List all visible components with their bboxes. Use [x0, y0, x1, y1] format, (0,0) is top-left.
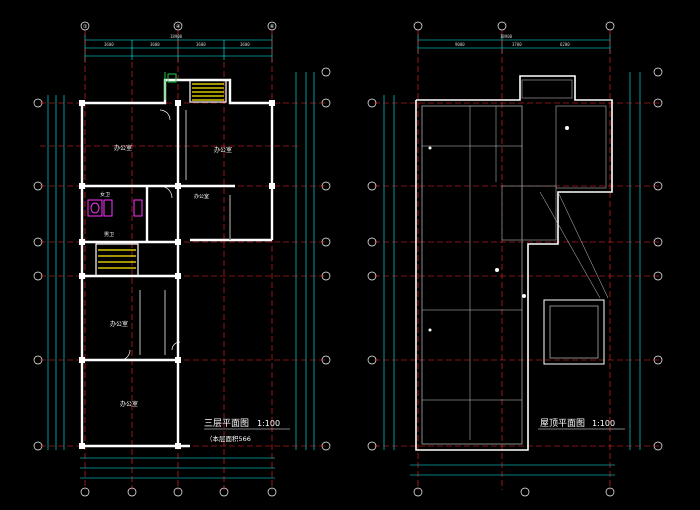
right-top-axis-bubbles [413, 21, 615, 31]
left-top-axis-labels: ① ④ ⑥ [83, 24, 275, 30]
left-plan-area-note: （本层面积566 [206, 434, 251, 443]
left-plan-scale: 1:100 [257, 419, 280, 428]
left-side-axis-bubbles [33, 98, 43, 451]
right-plan-title: 屋顶平面图 [540, 418, 585, 429]
room-office-small: 办公室 [194, 193, 209, 200]
left-right-dimensions [295, 72, 315, 450]
room-toilet-male: 男卫 [104, 232, 114, 238]
svg-text:3600: 3600 [150, 42, 160, 47]
svg-text:3600: 3600 [104, 42, 114, 47]
left-bottom-dimensions [80, 457, 275, 479]
right-bottom-dimensions [410, 464, 615, 476]
svg-text:⑥: ⑥ [270, 24, 275, 30]
right-roof-hatch [543, 299, 605, 365]
left-side-dimensions [47, 95, 65, 450]
left-right-axis-bubbles [321, 67, 331, 451]
left-floor-plan: 18900 3600 3600 3600 3600 ① ④ ⑥ [33, 21, 331, 497]
right-axis-grid [374, 30, 660, 490]
right-right-dimensions [629, 72, 641, 450]
left-room-labels: 办公室 办公室 女卫 男卫 办公室 办公室 办公室 [100, 144, 232, 408]
left-stair-top [189, 79, 227, 103]
svg-text:①: ① [83, 24, 88, 30]
left-green-marks [164, 72, 177, 100]
left-walls-grey [139, 110, 231, 355]
right-roof-outline [415, 75, 613, 451]
right-roof-plan: 18900 9000 3700 6200 [367, 21, 663, 497]
svg-text:④: ④ [176, 24, 181, 30]
svg-text:3700: 3700 [512, 42, 522, 47]
right-roof-parapet [501, 79, 607, 241]
right-title-block: 屋顶平面图 1:100 [538, 418, 625, 430]
left-bottom-axis-bubbles [80, 487, 277, 497]
svg-text:3600: 3600 [196, 42, 206, 47]
room-office-top-right: 办公室 [214, 146, 232, 154]
left-top-dim-text: 18900 3600 3600 3600 3600 [104, 34, 250, 47]
left-walls [80, 78, 274, 448]
svg-text:9000: 9000 [455, 42, 465, 47]
svg-text:3600: 3600 [240, 42, 250, 47]
left-plan-title: 三层平面图 [204, 418, 249, 429]
room-office-bottom: 办公室 [120, 400, 138, 408]
right-bottom-axis-bubbles [413, 487, 615, 497]
room-office-top-left: 办公室 [114, 144, 132, 152]
room-office-middle: 办公室 [110, 320, 128, 328]
left-doors [119, 109, 181, 361]
svg-text:18900: 18900 [170, 34, 183, 39]
right-roof-slope-lines [422, 106, 609, 440]
right-plan-scale: 1:100 [592, 419, 615, 428]
svg-text:6200: 6200 [560, 42, 570, 47]
right-left-axis-bubbles [367, 98, 377, 451]
right-top-dim-text: 18900 9000 3700 6200 [455, 34, 570, 47]
left-columns [79, 100, 275, 449]
right-roof-markers [428, 126, 569, 332]
right-right-axis-bubbles [653, 67, 663, 451]
svg-text:18900: 18900 [500, 34, 513, 39]
right-left-dimensions [383, 95, 395, 450]
room-toilet-female: 女卫 [100, 191, 110, 198]
left-title-block: 三层平面图 1:100 （本层面积566 [204, 418, 290, 443]
left-stair-middle [95, 243, 139, 277]
left-toilet-fixtures [87, 199, 143, 217]
